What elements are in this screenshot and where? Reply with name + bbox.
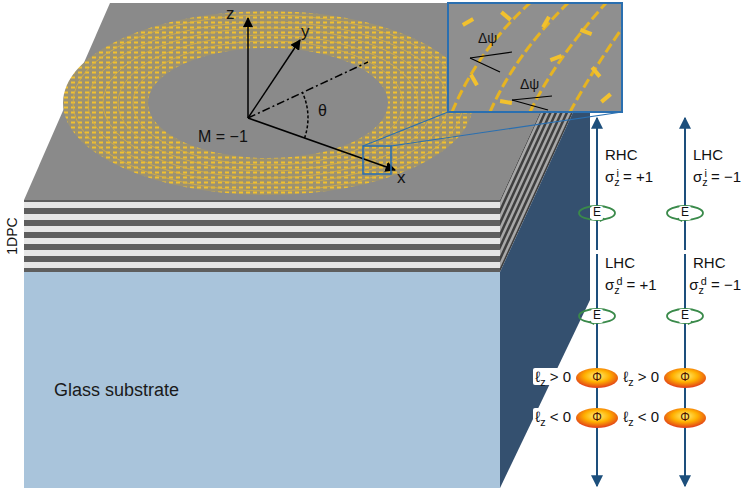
zoom-leader [363,112,448,146]
axes [248,18,395,170]
label: θ [318,102,327,120]
label: RHC [693,254,726,271]
label: Δψ [520,76,539,92]
label: σzi = +1 [605,168,653,185]
label: z [226,4,235,24]
vortex-beams [576,368,706,428]
label: y [301,22,310,42]
inset-frame [448,3,622,112]
label: ℓz > 0 [621,368,661,385]
label: Φ [592,411,602,425]
label: 1DPC [4,217,20,254]
label: Φ [592,371,602,385]
node-text: Glass substrate [54,380,179,401]
label: σzd = −1 [689,276,741,293]
label: LHC [693,146,723,163]
inset-view [448,3,622,112]
label: ℓz > 0 [533,368,573,385]
label: RHC [605,146,638,163]
layer-stripes [24,202,500,268]
glass-side [500,75,590,488]
label: Φ [680,411,690,425]
label: E [591,309,603,323]
label: M = −1 [198,128,248,146]
loop-arrowheads [588,216,694,325]
label: Δψ [478,30,497,46]
glass-substrate-face: Glass substrate [24,272,500,488]
label: E [679,206,691,220]
photonic-crystal-front [24,200,500,272]
label: ℓz < 0 [621,408,661,425]
metasurface-ring [63,11,473,195]
label: Φ [680,371,690,385]
label: ℓz < 0 [533,408,573,425]
label: σzd = +1 [605,276,657,293]
label: LHC [605,254,635,271]
zoom-leader [391,112,622,146]
label: σzi = −1 [693,168,741,185]
label: E [591,206,603,220]
label: x [397,168,406,188]
ring-tracks [73,15,463,191]
label: E [679,309,691,323]
zoom-region [363,146,391,174]
beam-arrows [597,118,685,486]
polarization-loops [579,206,703,323]
